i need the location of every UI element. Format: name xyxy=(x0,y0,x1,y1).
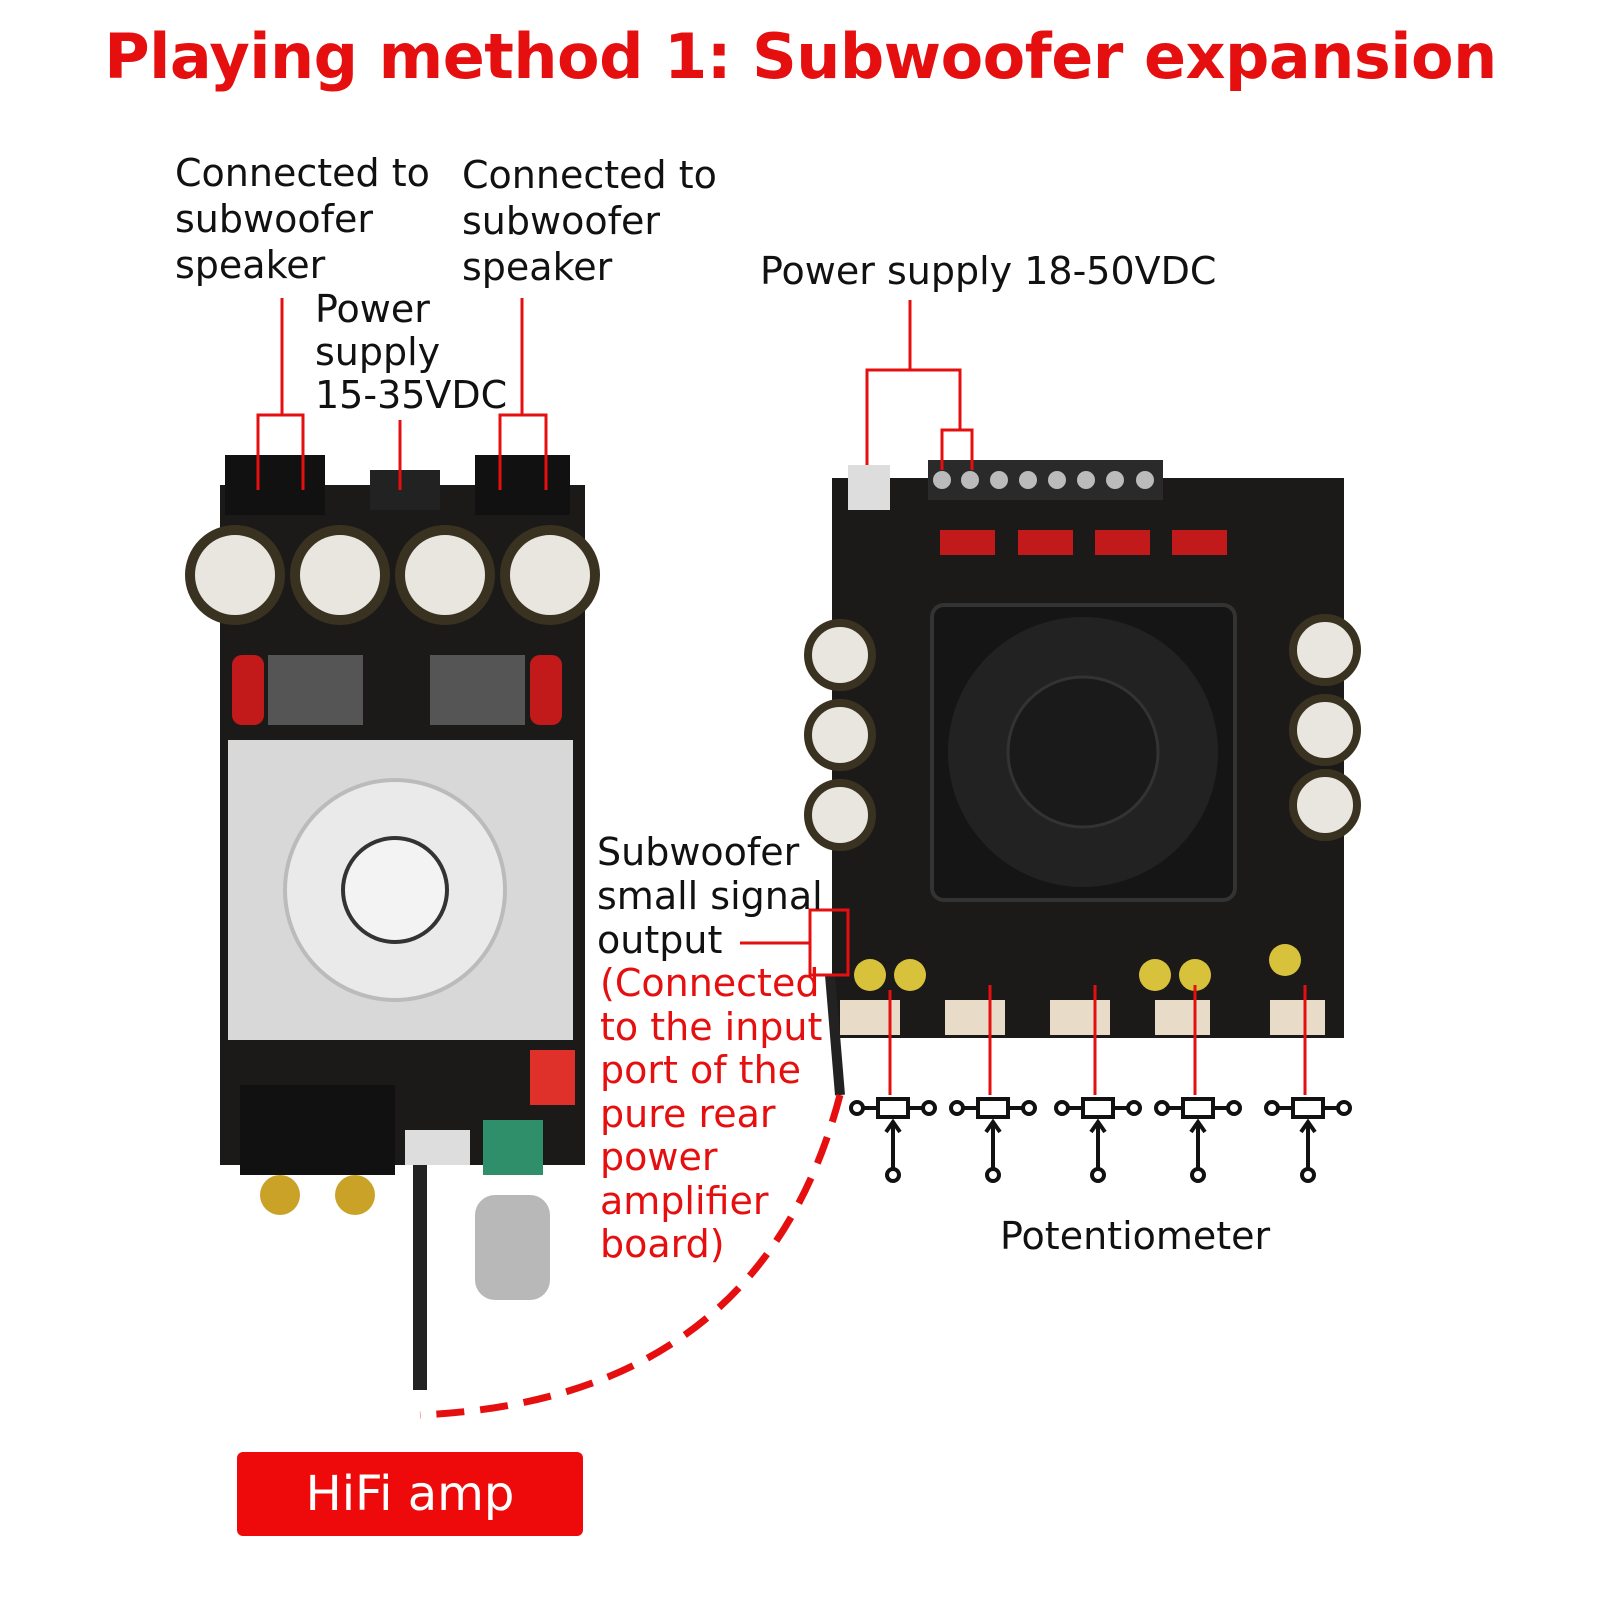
label-sub-output-note: (Connected to the input port of the pure… xyxy=(600,961,823,1266)
potentiometer-symbols xyxy=(849,1097,1352,1183)
signal-cable-dashed-path xyxy=(419,1094,844,1419)
potentiometer-icon xyxy=(849,1097,937,1183)
potentiometer-icon xyxy=(1054,1097,1142,1183)
label-left-speaker-2: Connected to subwoofer speaker xyxy=(462,153,717,289)
label-sub-output: Subwoofer small signal output xyxy=(597,830,823,962)
right-amplifier-board xyxy=(804,460,1361,1096)
potentiometer-icon xyxy=(1154,1097,1242,1183)
label-left-speaker-1: Connected to subwoofer speaker xyxy=(175,151,430,287)
leader-lines xyxy=(256,298,1307,1095)
label-left-power: Power supply 15-35VDC xyxy=(315,287,508,417)
label-potentiometer: Potentiometer xyxy=(1000,1214,1271,1258)
potentiometer-icon xyxy=(1264,1097,1352,1183)
left-amplifier-board xyxy=(185,455,600,1390)
potentiometer-icon xyxy=(949,1097,1037,1183)
label-right-power: Power supply 18-50VDC xyxy=(760,249,1217,293)
page-title: Playing method 1: Subwoofer expansion xyxy=(104,20,1497,93)
hifi-amp-label: HiFi amp xyxy=(237,1452,583,1536)
